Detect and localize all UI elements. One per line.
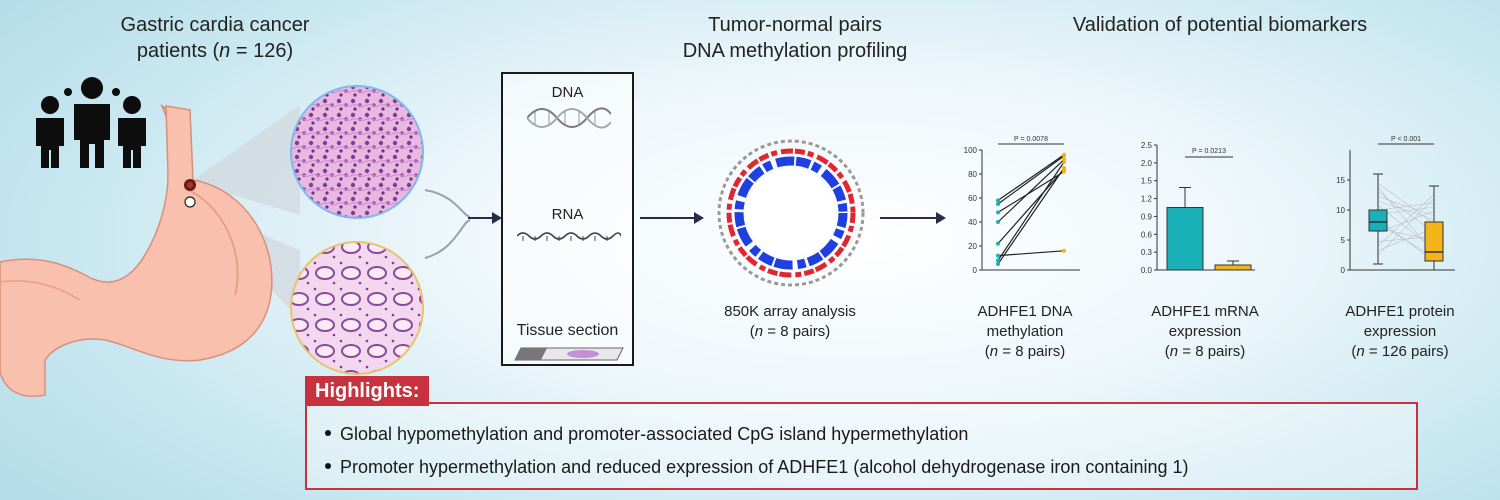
y-tick-label: 80 [968,170,977,179]
rna-label: RNA [551,206,584,223]
y-tick-label: 2.0 [1141,159,1153,168]
rna-strand-icon [517,232,621,241]
tissue-slide-icon [514,347,624,361]
pair-line [997,167,1065,265]
pair-line [997,154,1065,201]
validation-title: Validation of potential biomarkers [1072,14,1368,36]
y-tick-label: 0.6 [1141,230,1153,239]
array-caption: 850K array analysis (n = 8 pairs) [724,303,856,340]
highlight-item-1: Global hypomethylation and promoter-asso… [325,424,968,445]
bar [1166,207,1204,271]
pair-line [1377,200,1435,220]
sample-types-box: DNA RNA Tissue section [501,72,634,366]
protein-chart: 0 5 10 15 P < 0.001 [1330,136,1470,285]
y-tick-label: 100 [964,146,978,155]
y-tick-label: 2.5 [1141,141,1153,150]
circos-plot [717,139,865,287]
protein-caption: ADHFE1 protein expression (n = 126 pairs… [1345,303,1455,360]
pair-line [997,159,1065,223]
highlights-title: Highlights: [305,376,430,406]
bar [1214,264,1252,271]
normal-point [996,220,1000,224]
mrna-chart: 0.0 0.3 0.6 0.9 1.2 1.5 2.0 2.5 P = 0.0213 [1135,135,1265,285]
mrna-caption: ADHFE1 mRNA expression (n = 8 pairs) [1151,303,1259,360]
y-tick-label: 10 [1336,206,1345,215]
pair-line [997,171,1065,213]
pair-line [1377,182,1435,225]
normal-tissue-histology [290,241,424,375]
tumor-point [1062,169,1066,174]
methylation-chart: 0 20 40 60 80 100 P = 0.0078 [960,136,1090,285]
normal-point [996,210,1000,215]
normal-point [996,198,1000,203]
dna-label: DNA [551,84,584,101]
normal-point [996,202,1000,206]
patients-title: Gastric cardia cancer patients (n = 126) [120,14,310,62]
p-value-label: P = 0.0078 [1014,136,1048,143]
y-tick-label: 60 [968,194,977,203]
p-value-label: P = 0.0213 [1192,148,1226,155]
y-tick-label: 20 [968,242,977,251]
pair-line [997,250,1065,257]
y-tick-label: 5 [1341,236,1346,245]
normal-site-marker [184,196,196,208]
tissue-section-label: Tissue section [516,322,619,339]
y-tick-label: 1.5 [1141,177,1153,186]
normal-point [996,241,1000,246]
y-tick-label: 0 [973,266,978,275]
p-value-label: P < 0.001 [1391,136,1421,143]
normal-point [996,262,1000,266]
tumor-point [1062,157,1066,162]
tumor-point [1062,248,1066,253]
pair-line [1377,196,1435,216]
pair-line [1377,202,1435,211]
bullet-icon [325,463,331,470]
y-tick-label: 40 [968,218,977,227]
methylation-caption: ADHFE1 DNA methylation (n = 8 pairs) [977,303,1073,360]
y-tick-label: 0.9 [1141,212,1153,221]
tumor-tissue-histology [290,85,424,219]
y-tick-label: 0.3 [1141,248,1153,257]
y-tick-label: 0.0 [1141,266,1153,275]
box [1424,221,1444,262]
bullet-icon [325,430,331,437]
pair-line [997,161,1065,261]
normal-point [996,258,1000,263]
highlights-box: Global hypomethylation and promoter-asso… [305,402,1418,490]
stomach-illustration [0,103,273,397]
highlight-item-2: Promoter hypermethylation and reduced ex… [325,457,1189,478]
y-tick-label: 0 [1341,266,1346,275]
normal-point [996,253,1000,258]
dna-helix-icon [527,107,611,129]
box [1368,209,1388,232]
profiling-title: Tumor-normal pairs DNA methylation profi… [682,14,908,62]
y-tick-label: 15 [1336,176,1345,185]
pair-line [997,155,1065,205]
y-tick-label: 1.2 [1141,195,1153,204]
tumor-point [1062,152,1066,157]
patients-icon [36,77,146,168]
pair-line [997,168,1065,244]
